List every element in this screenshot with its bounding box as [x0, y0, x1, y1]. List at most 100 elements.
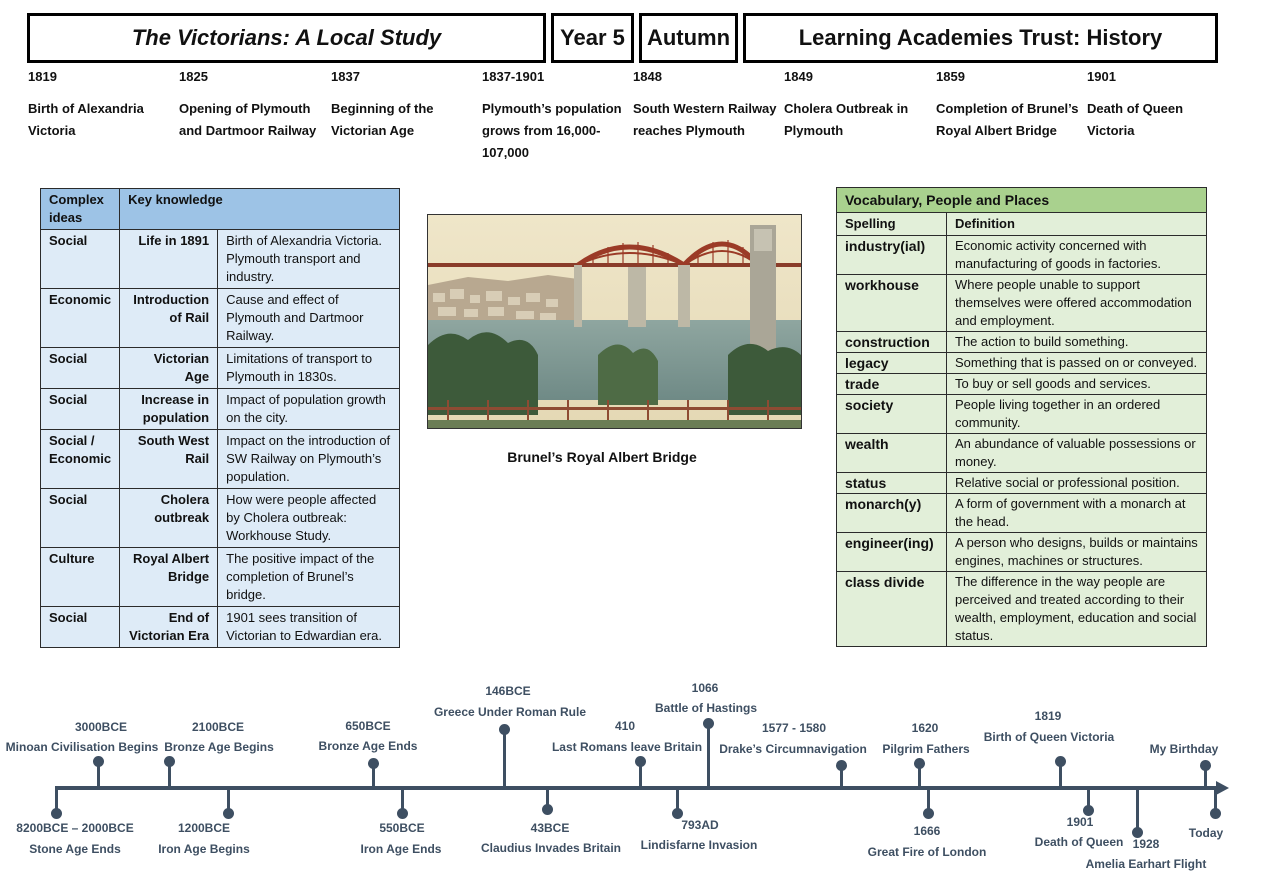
top-timeline-date: 1848 — [633, 69, 662, 84]
event-label: Today — [1188, 826, 1224, 840]
vocab-word: industry(ial) — [836, 235, 947, 275]
timeline-stem — [1136, 789, 1139, 831]
timeline-marker — [1083, 805, 1094, 816]
vocab-word: legacy — [836, 352, 947, 374]
table-row: engineer(ing)A person who designs, build… — [836, 532, 1207, 572]
timeline-stem — [927, 789, 930, 811]
event-date: 43BCE — [530, 821, 570, 835]
timeline-marker — [1210, 808, 1221, 819]
vocab-definition: An abundance of valuable possessions or … — [946, 433, 1207, 473]
vocab-title: Vocabulary, People and Places — [836, 187, 1207, 213]
timeline-marker — [635, 756, 646, 767]
bridge-caption: Brunel’s Royal Albert Bridge — [507, 449, 697, 465]
timeline-arrow-icon — [1216, 781, 1229, 795]
topic: South West Rail — [119, 429, 219, 489]
timeline-marker — [914, 758, 925, 769]
event-label: Lindisfarne Invasion — [640, 838, 758, 852]
timeline-stem — [503, 730, 506, 787]
event-date: 1928 — [1132, 837, 1160, 851]
detail: Impact of population growth on the city. — [217, 388, 400, 430]
vocab-definition: A form of government with a monarch at t… — [946, 493, 1207, 533]
event-label: Stone Age Ends — [29, 842, 121, 856]
topic: Life in 1891 — [119, 229, 219, 289]
top-timeline-date: 1837 — [331, 69, 360, 84]
top-timeline-date: 1859 — [936, 69, 965, 84]
timeline-stem — [55, 789, 58, 811]
vocab-definition: Economic activity concerned with manufac… — [946, 235, 1207, 275]
header-spelling: Spelling — [836, 212, 947, 236]
event-label: Birth of Queen Victoria — [983, 730, 1115, 744]
top-timeline-date: 1837-1901 — [482, 69, 545, 84]
top-timeline-date: 1901 — [1087, 69, 1116, 84]
complex-idea: Social — [39, 388, 121, 430]
event-label: Amelia Earhart Flight — [1085, 857, 1207, 871]
vocab-word: engineer(ing) — [836, 532, 947, 572]
timeline-marker — [703, 718, 714, 729]
top-timeline-item: 1859 Completion of Brunel’s Royal Albert… — [936, 66, 1082, 142]
topic: Royal Albert Bridge — [119, 547, 219, 607]
timeline-stem — [1204, 766, 1207, 787]
top-timeline-item: 1819 Birth of Alexandria Victoria — [28, 66, 174, 142]
event-date: 3000BCE — [74, 720, 128, 734]
top-timeline-text: Birth of Alexandria Victoria — [28, 101, 144, 138]
vocab-word: trade — [836, 373, 947, 395]
timeline-stem — [1214, 789, 1217, 811]
event-date: 8200BCE – 2000BCE — [16, 821, 134, 835]
timeline-stem — [372, 764, 375, 787]
vocab-definition: Relative social or professional position… — [946, 472, 1207, 494]
top-timeline-text: Cholera Outbreak in Plymouth — [784, 101, 909, 138]
vocab-definition: The action to build something. — [946, 331, 1207, 353]
event-date: 1666 — [913, 824, 941, 838]
vocab-title-row: Vocabulary, People and Places — [836, 187, 1207, 213]
header-definition: Definition — [946, 212, 1207, 236]
timeline-stem — [840, 766, 843, 787]
term-badge: Autumn — [639, 13, 738, 63]
event-date: 1819 — [1034, 709, 1062, 723]
event-label: My Birthday — [1149, 742, 1219, 756]
complex-idea: Social — [39, 347, 121, 389]
vocab-word: status — [836, 472, 947, 494]
detail: Impact on the introduction of SW Railway… — [217, 429, 400, 489]
top-timeline-date: 1849 — [784, 69, 813, 84]
timeline-stem — [227, 789, 230, 811]
vocab-word: construction — [836, 331, 947, 353]
timeline-marker — [672, 808, 683, 819]
event-label: Bronze Age Ends — [318, 739, 418, 753]
vocab-word: workhouse — [836, 274, 947, 332]
timeline-marker — [51, 808, 62, 819]
top-timeline-text: Plymouth’s population grows from 16,000-… — [482, 101, 622, 160]
timeline-marker — [499, 724, 510, 735]
top-timeline-item: 1837 Beginning of the Victorian Age — [331, 66, 477, 142]
top-timeline-text: Completion of Brunel’s Royal Albert Brid… — [936, 101, 1079, 138]
header-complex-ideas: Complex ideas — [39, 188, 121, 230]
timeline-marker — [542, 804, 553, 815]
event-date: 1066 — [691, 681, 719, 695]
timeline-stem — [1059, 762, 1062, 787]
vocab-definition: People living together in an ordered com… — [946, 394, 1207, 434]
topic: Victorian Age — [119, 347, 219, 389]
topic: Cholera outbreak — [119, 488, 219, 548]
timeline-marker — [923, 808, 934, 819]
timeline-marker — [1132, 827, 1143, 838]
timeline-stem — [639, 762, 642, 787]
event-date: 1901 — [1066, 815, 1094, 829]
complex-idea: Social — [39, 488, 121, 548]
timeline-stem — [401, 789, 404, 811]
event-label: Last Romans leave Britain — [551, 740, 703, 754]
event-date: 410 — [614, 719, 636, 733]
timeline-marker — [836, 760, 847, 771]
event-label: Battle of Hastings — [654, 701, 757, 715]
